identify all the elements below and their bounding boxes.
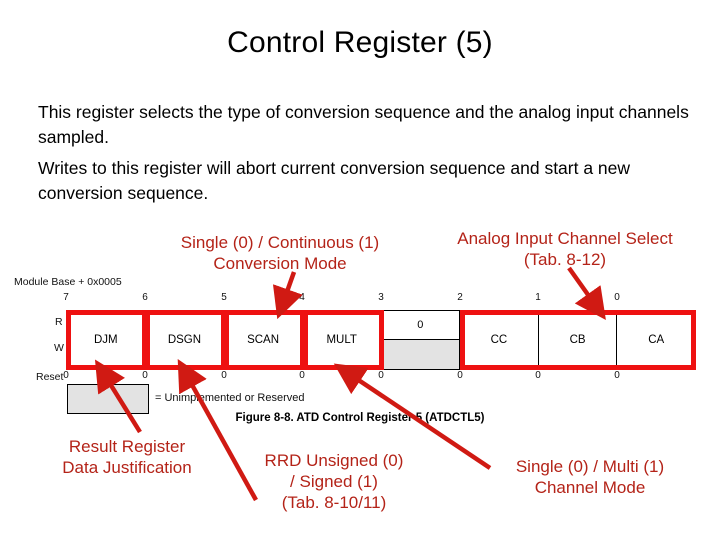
annotation-result-register: Result Register Data Justification bbox=[22, 436, 232, 478]
annotation-conversion-mode: Single (0) / Continuous (1) Conversion M… bbox=[140, 232, 420, 274]
bit-cell-cc[interactable]: CC bbox=[460, 311, 539, 369]
register-bit-table: DJM DSGN SCAN MULT 0 CC CB CA bbox=[66, 310, 696, 370]
module-base-label: Module Base + 0x0005 bbox=[14, 276, 122, 288]
annotation-conversion-mode-line2: Conversion Mode bbox=[213, 254, 347, 273]
reset-value-7: 0 bbox=[63, 370, 69, 381]
body-text: This register selects the type of conver… bbox=[38, 100, 698, 212]
register-figure: Module Base + 0x0005 R W Reset 7 6 5 4 3… bbox=[0, 272, 720, 437]
annotation-channel-select-line2: (Tab. 8-12) bbox=[523, 250, 607, 269]
legend-label-unimplemented: = Unimplemented or Reserved bbox=[155, 392, 305, 404]
annotation-channel-mode: Single (0) / Multi (1) Channel Mode bbox=[470, 456, 710, 498]
row-label-reset: Reset bbox=[36, 371, 64, 383]
reset-value-0: 0 bbox=[614, 370, 620, 381]
reset-value-1: 0 bbox=[535, 370, 541, 381]
row-label-write: W bbox=[54, 342, 64, 354]
bit-number-5: 5 bbox=[221, 292, 227, 303]
bit-number-2: 2 bbox=[457, 292, 463, 303]
bit-cell-dsgn[interactable]: DSGN bbox=[145, 311, 225, 369]
bit-number-4: 4 bbox=[299, 292, 305, 303]
bit-cell-unimplemented-value: 0 bbox=[381, 311, 460, 340]
bit-number-1: 1 bbox=[535, 292, 541, 303]
annotation-result-register-line2: Data Justification bbox=[62, 458, 192, 477]
reset-value-6: 0 bbox=[142, 370, 148, 381]
figure-caption: Figure 8-8. ATD Control Register 5 (ATDC… bbox=[235, 412, 485, 424]
bit-cell-mult[interactable]: MULT bbox=[302, 311, 382, 369]
annotation-channel-mode-line2: Channel Mode bbox=[534, 478, 646, 497]
annotation-rrd-sign: RRD Unsigned (0) / Signed (1) (Tab. 8-10… bbox=[234, 450, 434, 513]
annotation-result-register-line1: Result Register bbox=[68, 437, 186, 456]
bit-cell-cb[interactable]: CB bbox=[538, 311, 618, 369]
row-label-read: R bbox=[55, 316, 63, 328]
bit-cell-ca[interactable]: CA bbox=[617, 311, 695, 369]
bit-cell-unimplemented-shade bbox=[381, 340, 460, 369]
body-paragraph-2: Writes to this register will abort curre… bbox=[38, 158, 631, 203]
legend-swatch-unimplemented bbox=[67, 384, 149, 414]
bit-number-0: 0 bbox=[614, 292, 620, 303]
reset-value-5: 0 bbox=[221, 370, 227, 381]
annotation-channel-select: Analog Input Channel Select (Tab. 8-12) bbox=[415, 228, 715, 270]
bit-cell-unimplemented: 0 bbox=[381, 311, 461, 369]
bit-cell-djm[interactable]: DJM bbox=[67, 311, 146, 369]
annotation-rrd-sign-line3: (Tab. 8-10/11) bbox=[281, 493, 387, 512]
annotation-conversion-mode-line1: Single (0) / Continuous (1) bbox=[180, 233, 380, 252]
annotation-channel-mode-line1: Single (0) / Multi (1) bbox=[515, 457, 665, 476]
body-paragraph-1: This register selects the type of conver… bbox=[38, 102, 689, 147]
reset-value-3: 0 bbox=[378, 370, 384, 381]
bit-number-6: 6 bbox=[142, 292, 148, 303]
annotation-rrd-sign-line2: / Signed (1) bbox=[290, 472, 378, 491]
bit-number-3: 3 bbox=[378, 292, 384, 303]
page-title: Control Register (5) bbox=[227, 26, 493, 59]
reset-value-4: 0 bbox=[299, 370, 305, 381]
bit-number-7: 7 bbox=[63, 292, 69, 303]
bit-cell-scan[interactable]: SCAN bbox=[224, 311, 303, 369]
reset-value-2: 0 bbox=[457, 370, 463, 381]
annotation-channel-select-line1: Analog Input Channel Select bbox=[457, 229, 673, 248]
annotation-rrd-sign-line1: RRD Unsigned (0) bbox=[264, 451, 404, 470]
